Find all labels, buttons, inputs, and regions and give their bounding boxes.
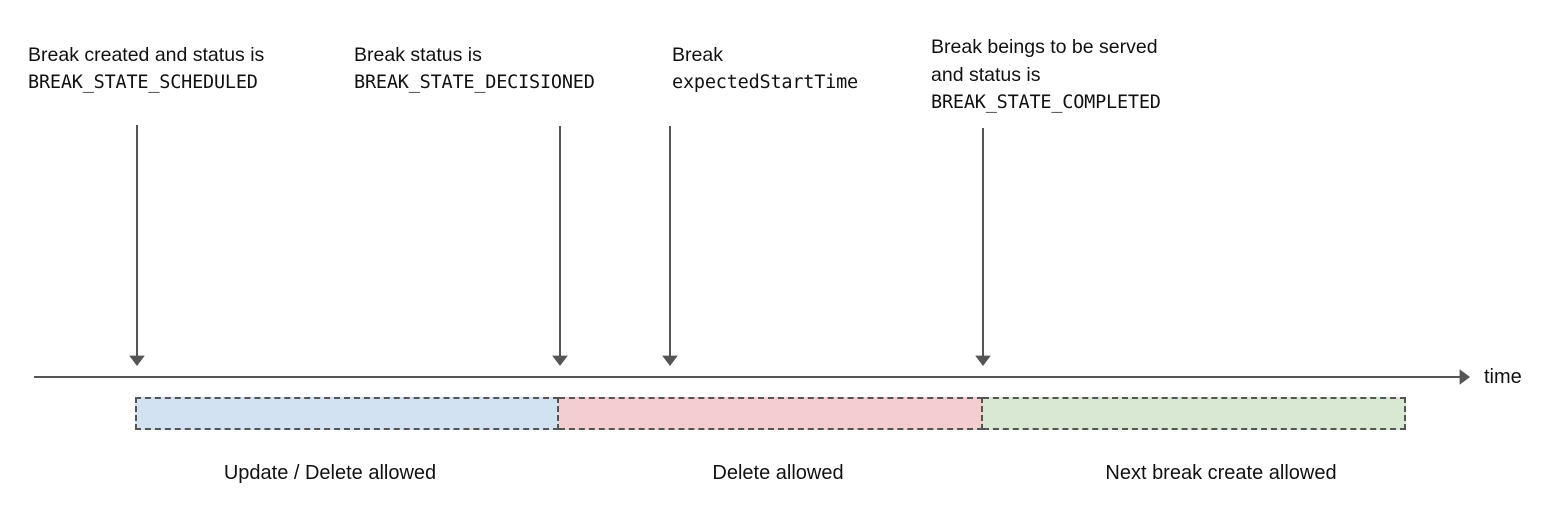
annotation-completed-line3: BREAK_STATE_COMPLETED — [931, 92, 1161, 113]
annotation-expected-start-line2: expectedStartTime — [672, 72, 858, 93]
segment-bar-next-break — [983, 397, 1406, 430]
annotation-scheduled: Break created and status is BREAK_STATE_… — [28, 41, 264, 97]
annotation-expected-start: Break expectedStartTime — [672, 41, 858, 97]
annotation-decisioned: Break status is BREAK_STATE_DECISIONED — [354, 41, 595, 97]
annotation-completed-line2: and status is — [931, 64, 1041, 86]
caption-next-break: Next break create allowed — [1105, 462, 1337, 484]
annotation-decisioned-line2: BREAK_STATE_DECISIONED — [354, 72, 595, 93]
annotation-completed-line1: Break beings to be served — [931, 36, 1158, 58]
marker-arrows-group — [129, 125, 991, 366]
annotation-scheduled-line2: BREAK_STATE_SCHEDULED — [28, 72, 258, 93]
caption-delete: Delete allowed — [712, 462, 844, 484]
annotation-completed: Break beings to be served and status is … — [931, 33, 1161, 117]
annotation-decisioned-line1: Break status is — [354, 44, 482, 66]
timeline-axis-label: time — [1484, 366, 1522, 388]
annotation-scheduled-line1: Break created and status is — [28, 44, 265, 66]
annotation-expected-start-line1: Break — [672, 44, 723, 66]
segment-bar-delete — [559, 397, 983, 430]
caption-update-delete: Update / Delete allowed — [223, 462, 437, 484]
segment-bar-update-delete — [135, 397, 559, 430]
